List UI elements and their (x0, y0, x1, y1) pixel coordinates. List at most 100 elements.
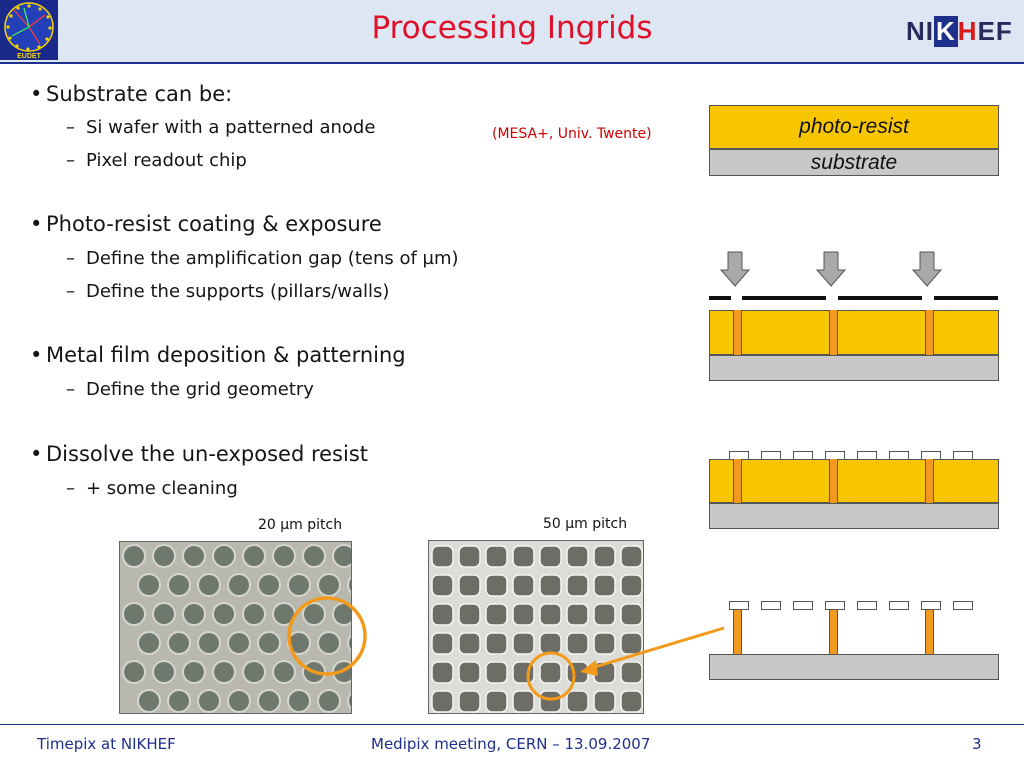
substrate-layer (709, 355, 999, 381)
grid-cell (620, 661, 643, 684)
grid-hole (169, 575, 189, 595)
grid-cell (431, 632, 454, 655)
header-divider (0, 62, 1024, 64)
page-title: Processing Ingrids (371, 10, 653, 46)
footer-left: Timepix at NIKHEF (37, 735, 176, 753)
grid-cell (458, 574, 481, 597)
grid-hole (244, 546, 264, 566)
grid-cell (485, 661, 508, 684)
grid-cell (485, 545, 508, 568)
micrograph-20um (119, 541, 352, 714)
grid-cell (620, 574, 643, 597)
grid-hole (259, 691, 279, 711)
grid-cell (431, 545, 454, 568)
footer-divider (0, 724, 1024, 725)
grid-hole (199, 633, 219, 653)
grid-hole (154, 604, 174, 624)
grid-hole (154, 662, 174, 682)
grid-cell (539, 603, 562, 626)
grid-hole (229, 633, 249, 653)
coated-resist-layer (709, 459, 999, 503)
sub-bullet-item: –+ some cleaning (66, 478, 238, 499)
grid-cell (566, 574, 589, 597)
grid-hole (244, 662, 264, 682)
grid-cell (539, 574, 562, 597)
grid-hole (124, 662, 144, 682)
exposed-resist-layer (709, 310, 999, 355)
grid-cell (593, 603, 616, 626)
sub-bullet-item: –Define the supports (pillars/walls) (66, 281, 390, 302)
grid-hole (184, 604, 204, 624)
substrate-layer: substrate (709, 149, 999, 176)
grid-pad (953, 601, 973, 610)
grid-cell (593, 632, 616, 655)
sub-bullet-item: –Define the grid geometry (66, 379, 314, 400)
exposure-mask-segment (742, 296, 826, 300)
grid-hole (304, 662, 324, 682)
pillar (733, 459, 742, 503)
exposed-pillar (733, 310, 742, 355)
grid-hole (304, 604, 324, 624)
grid-pad (793, 601, 813, 610)
grid-hole (274, 604, 294, 624)
grid-hole (319, 575, 339, 595)
grid-hole (319, 633, 339, 653)
credit-note: (MESA+, Univ. Twente) (492, 126, 652, 142)
grid-hole (229, 575, 249, 595)
grid-cell (485, 690, 508, 713)
grid-cell (512, 690, 535, 713)
grid-cell (512, 545, 535, 568)
grid-cell (512, 603, 535, 626)
grid-hole (169, 633, 189, 653)
grid-cell (566, 545, 589, 568)
grid-cell (431, 574, 454, 597)
grid-hole (214, 546, 234, 566)
grid-cell (431, 661, 454, 684)
grid-hole (139, 575, 159, 595)
grid-hole (259, 575, 279, 595)
grid-cell (539, 690, 562, 713)
grid-cell (458, 545, 481, 568)
eudet-logo: EUDET (0, 0, 58, 60)
grid-cell (485, 632, 508, 655)
grid-hole (199, 691, 219, 711)
grid-hole (229, 691, 249, 711)
grid-pad (889, 601, 909, 610)
grid-cell (620, 603, 643, 626)
grid-cell (593, 690, 616, 713)
grid-hole (184, 546, 204, 566)
photo-caption-right: 50 µm pitch (543, 516, 628, 532)
grid-cell (431, 690, 454, 713)
sub-bullet-item: –Si wafer with a patterned anode (66, 117, 376, 138)
grid-hole (214, 604, 234, 624)
exposed-pillar (829, 310, 838, 355)
grid-pad (729, 601, 749, 610)
free-pillar (733, 610, 742, 654)
header-band (0, 0, 1024, 62)
grid-cell (539, 632, 562, 655)
grid-cell (593, 574, 616, 597)
grid-cell (512, 574, 535, 597)
bullet-item: •Metal film deposition & patterning (30, 343, 406, 367)
exposure-mask-segment (709, 296, 731, 300)
grid-cell (620, 632, 643, 655)
photo-resist-label: photo-resist (799, 115, 909, 138)
grid-cell (566, 690, 589, 713)
substrate-layer (709, 654, 999, 680)
grid-cell (539, 545, 562, 568)
grid-pad (761, 601, 781, 610)
sub-bullet-item: –Pixel readout chip (66, 150, 247, 171)
grid-cell (458, 603, 481, 626)
grid-cell (593, 661, 616, 684)
down-arrow-icon (911, 251, 943, 287)
exposure-arrows (719, 251, 943, 287)
grid-pad (857, 601, 877, 610)
grid-hole (349, 695, 351, 707)
grid-cell (512, 632, 535, 655)
grid-cell (458, 632, 481, 655)
grid-hole (304, 546, 324, 566)
grid-hole (124, 546, 144, 566)
grid-hole (349, 579, 351, 591)
grid-cell (566, 632, 589, 655)
grid-hole (199, 575, 219, 595)
